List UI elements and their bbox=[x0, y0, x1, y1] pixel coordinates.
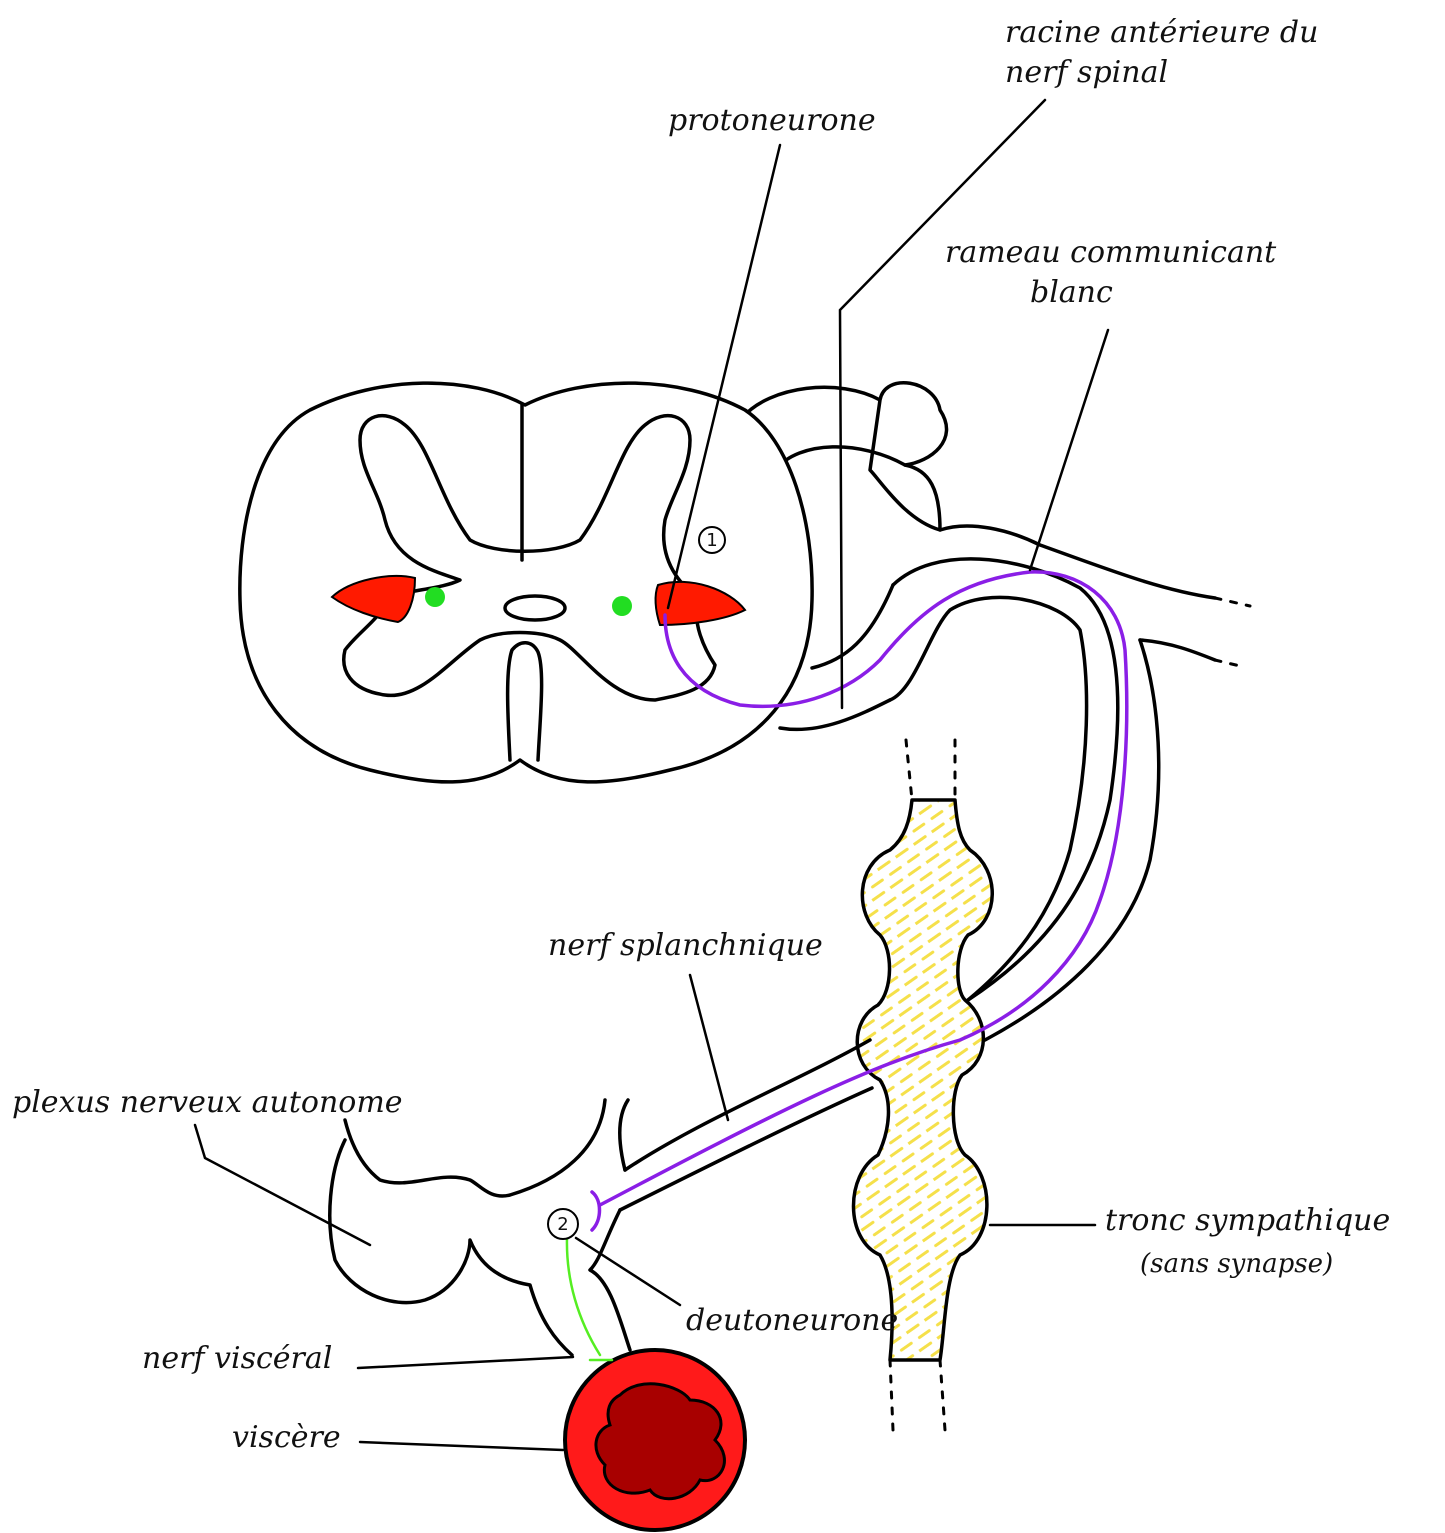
label-white-ramus-line2: blanc bbox=[1030, 275, 1113, 310]
green-nucleus-right bbox=[612, 596, 632, 616]
dorsal-root-ganglion bbox=[870, 383, 947, 530]
label-visceral-nerve: nerf viscéral bbox=[142, 1341, 332, 1376]
spinal-cord bbox=[240, 383, 812, 782]
leader-viscus bbox=[360, 1442, 563, 1450]
label-splanchnic-nerve: nerf splanchnique bbox=[548, 928, 823, 963]
viscus bbox=[565, 1350, 745, 1530]
neuron-marker-1: 1 bbox=[699, 527, 725, 553]
neuron-marker-2: 2 bbox=[548, 1209, 578, 1239]
green-nucleus-left bbox=[425, 587, 445, 607]
leader-splanchnic bbox=[690, 975, 728, 1120]
sympathetic-trunk-body bbox=[853, 800, 992, 1360]
label-sympathetic-trunk-line1: tronc sympathique bbox=[1105, 1203, 1390, 1238]
postganglionic-fiber bbox=[567, 1238, 600, 1355]
leader-visceral-nerve bbox=[358, 1357, 573, 1368]
label-deutoneuron: deutoneurone bbox=[686, 1303, 898, 1338]
plexus-outline bbox=[330, 1100, 628, 1355]
label-anterior-root-line1: racine antérieure du bbox=[1005, 15, 1318, 50]
label-viscus: viscère bbox=[232, 1420, 341, 1455]
label-protoneuron: protoneurone bbox=[668, 103, 876, 138]
label-sympathetic-trunk-line2: (sans synapse) bbox=[1140, 1249, 1333, 1279]
label-white-ramus-line1: rameau communicant bbox=[945, 235, 1277, 270]
autonomic-plexus bbox=[330, 1100, 630, 1355]
label-autonomic-plexus: plexus nerveux autonome bbox=[12, 1085, 403, 1120]
preganglionic-terminal bbox=[592, 1192, 600, 1230]
label-anterior-root-line2: nerf spinal bbox=[1005, 55, 1168, 90]
svg-text:2: 2 bbox=[557, 1214, 568, 1235]
svg-text:1: 1 bbox=[706, 530, 717, 551]
spinal-cord-outline bbox=[240, 383, 812, 782]
splanchnic-nerve bbox=[620, 1040, 872, 1210]
leader-white-ramus bbox=[1030, 330, 1108, 570]
